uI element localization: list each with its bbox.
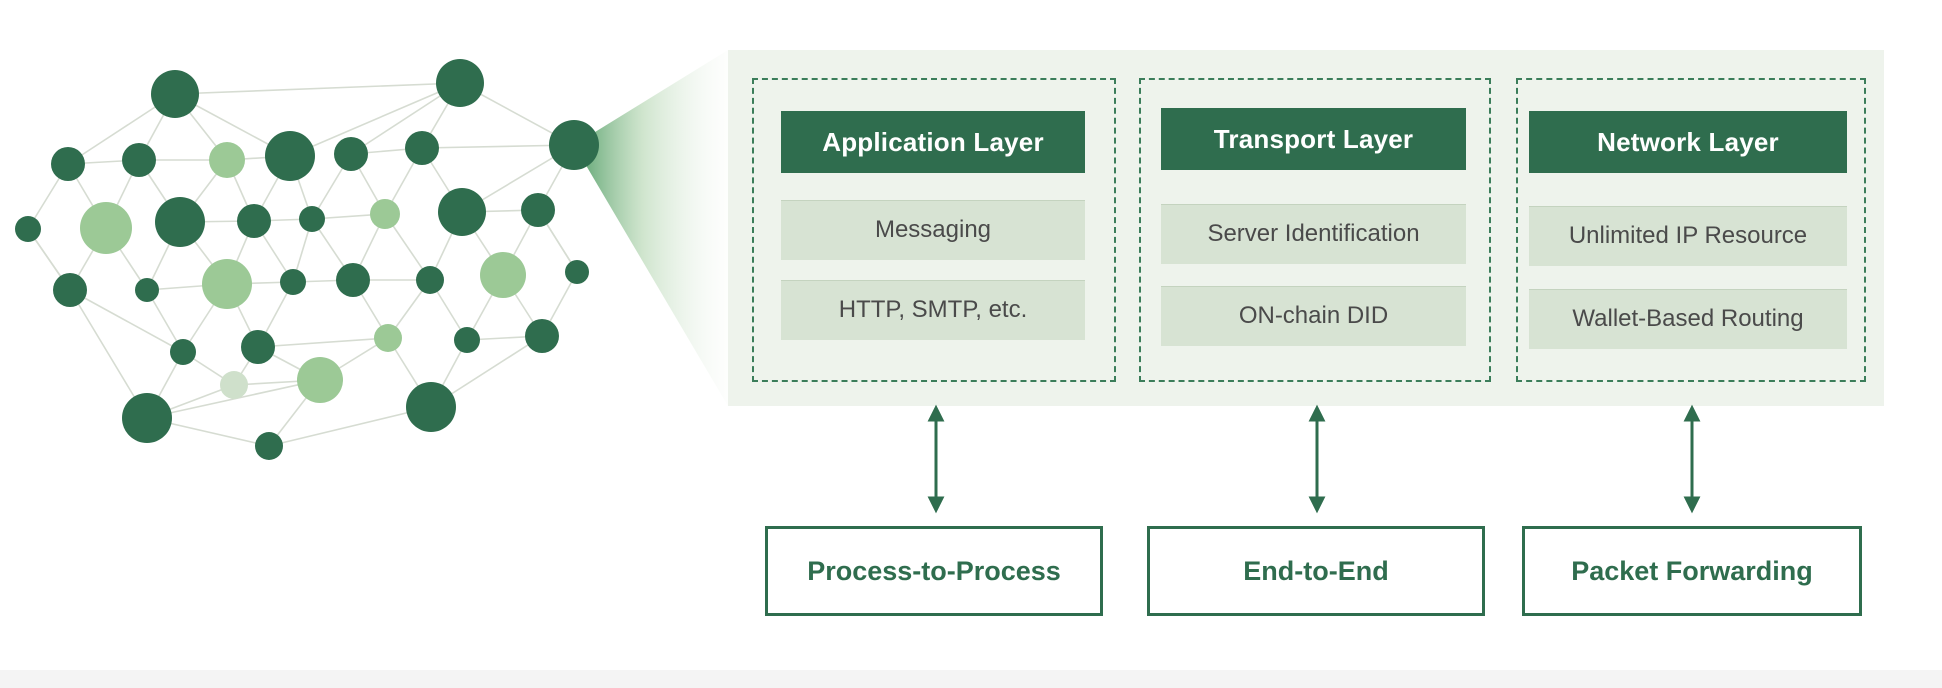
- bottom-strip: [0, 670, 1942, 688]
- network-node: [370, 199, 400, 229]
- network-layer-box: [1516, 78, 1866, 382]
- network-edge: [146, 379, 321, 419]
- application-layer-title: Application Layer: [781, 111, 1085, 173]
- transport-layer-item-server-id: Server Identification: [1161, 204, 1466, 267]
- network-node: [334, 137, 368, 171]
- application-layer-item-messaging: Messaging: [781, 200, 1085, 263]
- transport-layer-title: Transport Layer: [1161, 108, 1466, 170]
- transport-layer-box: [1139, 78, 1491, 382]
- process-to-process-box: Process-to-Process: [765, 526, 1103, 616]
- network-node: [122, 393, 172, 443]
- network-edge: [268, 406, 432, 447]
- network-edge: [69, 289, 184, 353]
- network-node: [53, 273, 87, 307]
- network-node: [135, 278, 159, 302]
- network-edge: [289, 82, 461, 157]
- network-node: [438, 188, 486, 236]
- network-node: [151, 70, 199, 118]
- network-edge: [257, 337, 389, 348]
- network-node: [565, 260, 589, 284]
- network-edge: [421, 144, 575, 149]
- end-to-end-box: End-to-End: [1147, 526, 1485, 616]
- network-node: [170, 339, 196, 365]
- network-node: [15, 216, 41, 242]
- network-node: [406, 382, 456, 432]
- network-node: [51, 147, 85, 181]
- network-edge: [174, 82, 461, 95]
- network-node: [405, 131, 439, 165]
- network-node: [521, 193, 555, 227]
- network-node: [265, 131, 315, 181]
- network-node: [241, 330, 275, 364]
- network-node: [80, 202, 132, 254]
- network-node: [220, 371, 248, 399]
- application-layer-item-http: HTTP, SMTP, etc.: [781, 280, 1085, 343]
- network-node: [480, 252, 526, 298]
- network-node: [525, 319, 559, 353]
- network-node: [549, 120, 599, 170]
- network-node: [280, 269, 306, 295]
- network-layer-item-routing: Wallet-Based Routing: [1529, 289, 1847, 352]
- network-node: [209, 142, 245, 178]
- packet-forwarding-box: Packet Forwarding: [1522, 526, 1862, 616]
- network-node: [237, 204, 271, 238]
- network-node: [155, 197, 205, 247]
- zoom-beam: [574, 50, 728, 406]
- network-node: [336, 263, 370, 297]
- network-node: [122, 143, 156, 177]
- network-node: [416, 266, 444, 294]
- application-layer-box: [752, 78, 1116, 382]
- network-node: [297, 357, 343, 403]
- network-node: [255, 432, 283, 460]
- network-node: [454, 327, 480, 353]
- network-node: [374, 324, 402, 352]
- network-node: [299, 206, 325, 232]
- network-node: [436, 59, 484, 107]
- network-layer-title: Network Layer: [1529, 111, 1847, 173]
- transport-layer-item-did: ON-chain DID: [1161, 286, 1466, 349]
- network-layer-item-ip: Unlimited IP Resource: [1529, 206, 1847, 269]
- network-node: [202, 259, 252, 309]
